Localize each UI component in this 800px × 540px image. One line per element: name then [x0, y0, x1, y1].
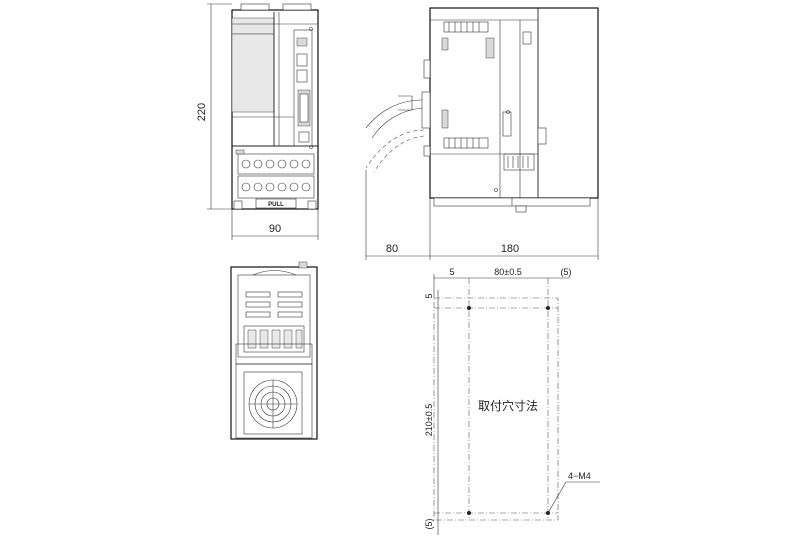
cable-depth-dimension: 80 — [386, 243, 398, 255]
width-dimension: 90 — [269, 223, 281, 235]
hole-spec-label: 4−M4 — [568, 471, 591, 481]
terminal-block-bottom — [237, 175, 315, 199]
depth-dimension: 180 — [501, 243, 519, 255]
side-heatsink-vent — [503, 153, 535, 171]
pull-label: PULL — [268, 202, 284, 208]
side-view: 80 180 — [365, 7, 599, 260]
terminal-block-top — [237, 153, 315, 175]
connector-column — [293, 29, 313, 147]
mounting-title: 取付穴寸法 — [478, 398, 538, 413]
front-top-tab — [240, 3, 270, 11]
mounting-holes — [467, 306, 550, 515]
top-margin-dimension: 5 — [449, 267, 454, 277]
terminal-screws — [241, 159, 311, 192]
height-dimension: 220 — [196, 103, 208, 121]
rj45-port-2 — [296, 69, 308, 83]
usb-port — [296, 37, 308, 47]
bottom-outline — [230, 266, 318, 440]
pull-tab — [255, 198, 297, 209]
front-cover-panel — [231, 33, 275, 113]
side-vent-top — [443, 21, 489, 33]
mounting-outline — [433, 297, 559, 521]
bottom-margin-dimension: (5) — [424, 518, 434, 529]
side-margin-dimension: 5 — [424, 293, 434, 298]
front-view: PULL 220 90 — [196, 3, 319, 240]
side-vent-bottom — [443, 137, 489, 149]
mounting-diagram: 5 80±0.5 (5) 5 210±0.5 (5) 取付穴寸法 4−M4 — [424, 267, 600, 535]
cables — [365, 95, 425, 173]
hole-leader-line — [547, 481, 567, 514]
side-connector — [485, 37, 495, 59]
hole-pitch-y-dimension: 210±0.5 — [424, 404, 434, 436]
bottom-vent-slots — [245, 291, 303, 318]
side-plug — [421, 91, 431, 129]
hole-pitch-x-dimension: 80±0.5 — [494, 267, 521, 277]
right-margin-dimension: (5) — [561, 267, 572, 277]
bottom-view — [230, 261, 318, 440]
side-outline — [429, 7, 599, 199]
bottom-terminals — [243, 325, 305, 353]
rj45-port-1 — [296, 53, 308, 67]
